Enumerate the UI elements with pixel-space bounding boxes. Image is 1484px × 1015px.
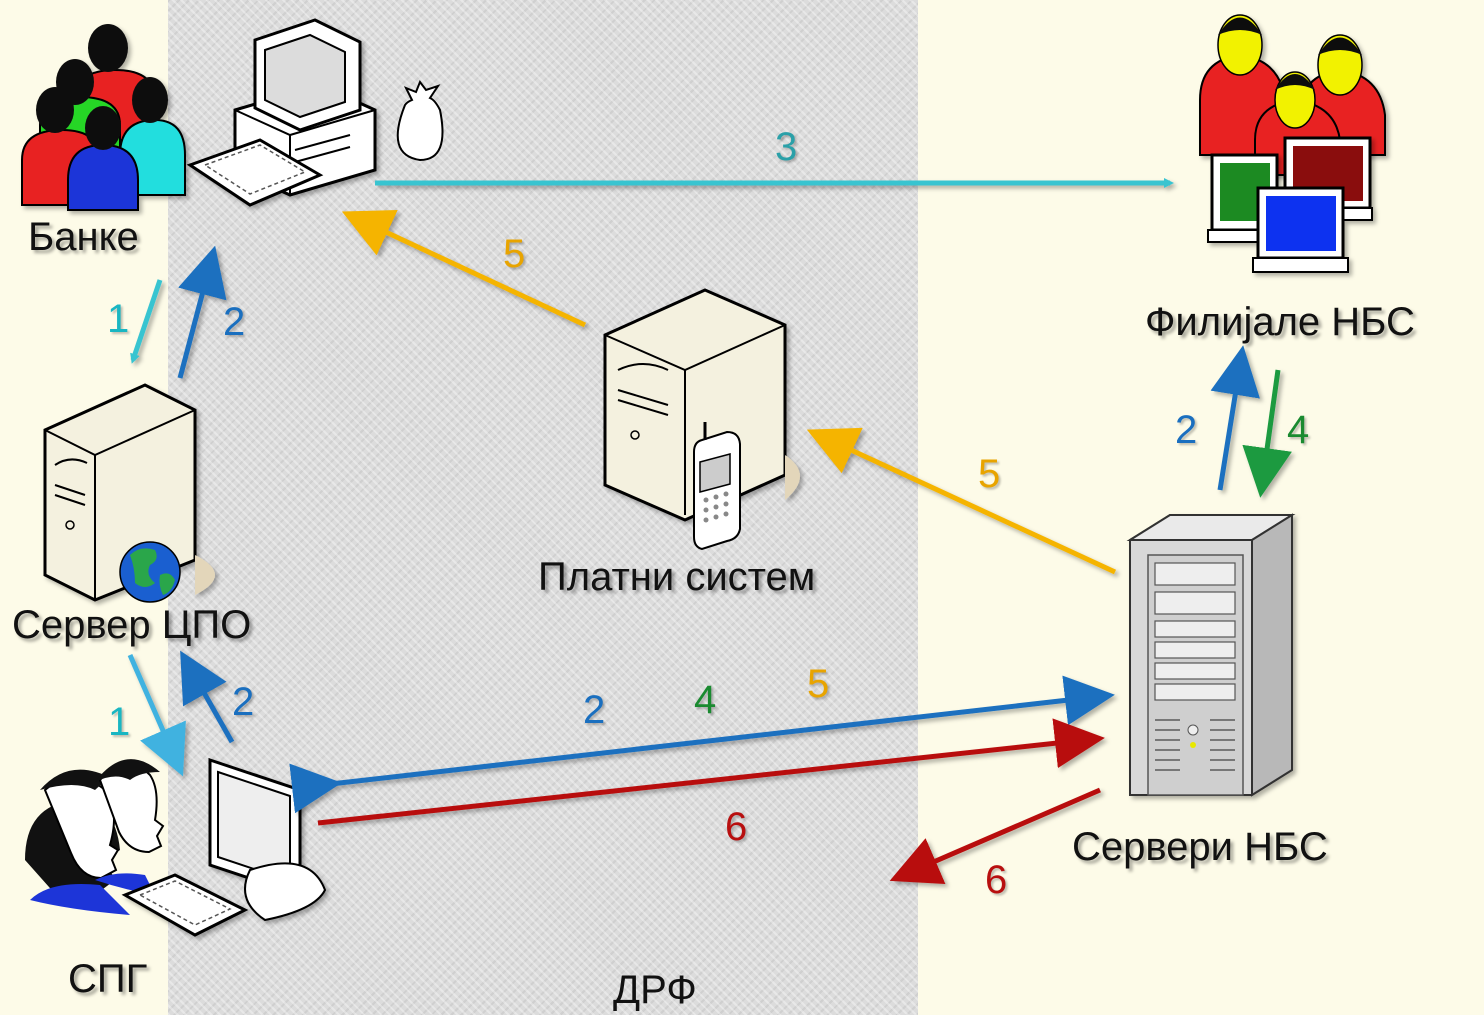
money-bag-icon: [396, 79, 444, 162]
step-number: 2: [232, 680, 255, 724]
step-number: 2: [223, 300, 246, 344]
spg-monitor-icon: [121, 757, 327, 937]
step-number: 6: [985, 858, 1008, 902]
step-number: 6: [725, 805, 748, 849]
arrow-step6-spg-to-servers: [317, 718, 1105, 826]
arrow-step2-cpo-to-banks: [177, 245, 227, 379]
arrow-step5-servers-to-payment: [806, 427, 1117, 575]
arrow-step4-branches-to-servers: [1242, 369, 1292, 498]
step-number: 2: [583, 688, 606, 732]
spg-people-icon: [25, 759, 165, 915]
arrow-step1-cpo-to-spg: [127, 653, 186, 777]
label-payment-system: Платни систем: [538, 555, 816, 599]
label-server-cpo: Сервер ЦПО: [12, 603, 252, 647]
branch-computers-icon: [1207, 136, 1373, 273]
globe-icon: [119, 541, 181, 603]
mobile-phone-icon: [693, 422, 741, 551]
step-number: 4: [694, 678, 717, 722]
step-number: 1: [108, 700, 131, 744]
label-nbs-servers: Сервери НБС: [1072, 825, 1328, 869]
people-group-icon: [21, 24, 186, 211]
arrow-step6-servers-out: [889, 787, 1101, 885]
step-number: 5: [978, 452, 1001, 496]
step-number: 5: [503, 232, 526, 276]
arrow-step1-banks-to-cpo: [130, 279, 163, 364]
label-drf-zone: ДРФ: [613, 968, 697, 1012]
step-number: 3: [775, 125, 798, 169]
step-number: 1: [107, 297, 130, 341]
nbs-server-tower-icon: [1126, 513, 1296, 797]
arrow-step2-servers-to-branches: [1210, 345, 1260, 491]
label-banks: Банке: [28, 215, 139, 259]
step-number: 4: [1287, 408, 1310, 452]
arrow-step2-spg-to-cpo: [180, 650, 235, 744]
label-nbs-branches: Филијале НБС: [1145, 300, 1415, 344]
bank-computer-icon: [186, 18, 377, 207]
arrows: [127, 178, 1292, 885]
step-number: 5: [807, 662, 830, 706]
step-number: 2: [1175, 408, 1198, 452]
label-spg: СПГ: [68, 957, 148, 1001]
arrow-spg-servers-bidirectional: [289, 675, 1115, 814]
arrow-step5-payment-to-banks: [341, 210, 587, 328]
